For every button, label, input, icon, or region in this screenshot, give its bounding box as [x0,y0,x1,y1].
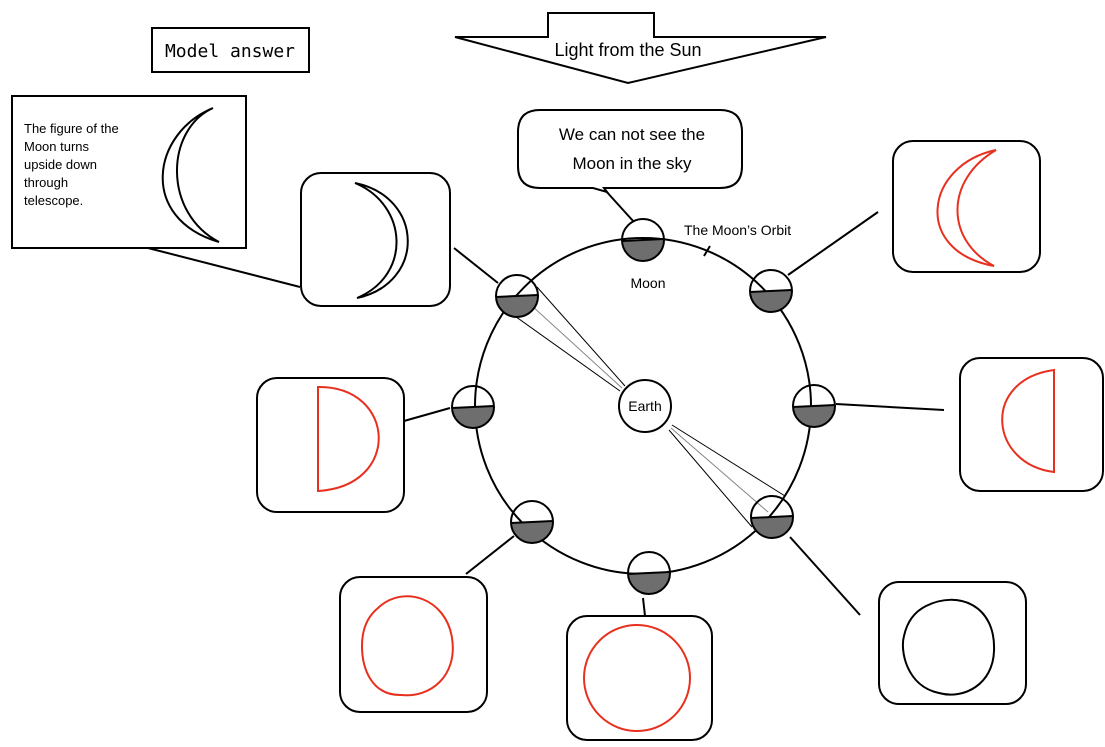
moon-new [621,218,666,263]
orbit-label: The Moon’s Orbit [684,222,791,238]
moon-lower-right [750,495,795,540]
sun-light-arrow: Light from the Sun [454,12,827,85]
moon-label: Moon [630,275,665,291]
note-connector-line [147,247,301,288]
note-line-2: Moon turns [24,139,90,154]
note-line-3: upside down [24,157,97,172]
earth-label: Earth [628,398,661,414]
moon-right [792,384,837,429]
note-line-4: through [24,175,68,190]
moon-upper-right [749,269,794,314]
moon-left [451,385,496,430]
phase-box-first-quarter [256,377,405,513]
telescope-note-box: The figure of the Moon turns upside down… [11,95,247,249]
callout-line-2: Moon in the sky [572,154,692,173]
phase-box-waning-crescent [892,140,1041,273]
phase-connector-lines [403,211,945,617]
sight-lines [497,286,786,528]
model-answer-box: Model answer [151,27,310,73]
callout-line-1: We can not see the [559,125,705,144]
phase-box-full-moon [566,615,713,741]
note-crescent-shape [161,107,220,243]
earth: Earth [618,379,672,433]
note-line-5: telescope. [24,193,83,208]
no-moon-callout: We can not see the Moon in the sky [517,109,743,223]
phase-box-waxing-gibbous [339,576,488,713]
sun-light-label: Light from the Sun [554,40,701,60]
phase-box-waning-gibbous [878,581,1027,705]
moon-lower-left [510,500,555,545]
note-line-1: The figure of the [24,121,119,136]
moon-bottom [627,551,672,596]
phase-box-crescent-telescope [300,172,451,307]
phase-box-last-quarter [959,357,1104,492]
model-answer-label: Model answer [165,41,295,62]
moon-upper-left [495,274,540,319]
